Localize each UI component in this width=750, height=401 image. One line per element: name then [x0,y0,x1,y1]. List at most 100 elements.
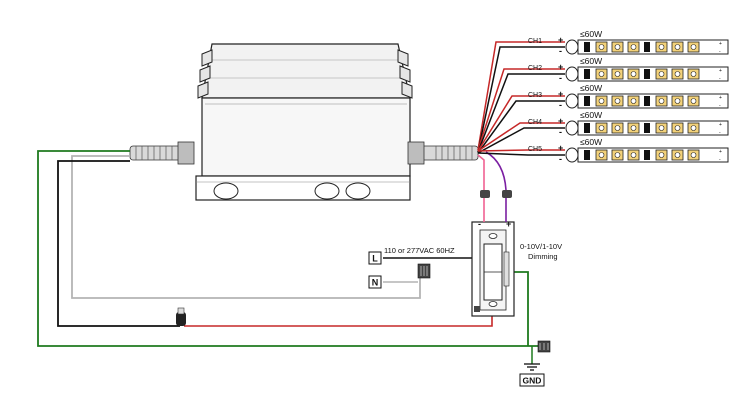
line-label-box [368,251,382,265]
led-chip-dot [614,125,621,131]
led-chip-dot [674,152,681,158]
led-chip-dot [674,44,681,50]
led-driver [195,43,413,201]
ground-wire [37,150,540,347]
strip-end-plus: + [719,41,722,47]
led-chip-dot [614,98,621,104]
channel-power-label: ≤60W [580,137,602,147]
channel-minus: - [559,46,562,56]
channel-minus: - [559,100,562,110]
dimmer-minus: - [478,219,481,229]
resistor [584,150,590,160]
strip-end-plus: + [719,122,722,128]
ground-label-box [519,373,545,387]
dimmer-plus: + [506,219,511,229]
knockout-hole [314,182,340,200]
channel-minus: - [559,127,562,137]
red-wire-dimmer [184,316,493,327]
led-strips: CH1≤60W+-+-CH2≤60W+-+-CH3≤60W+-+-CH4≤60W… [528,29,729,164]
strip-end-minus: - [719,76,721,82]
line-wire [57,160,180,327]
driver-left-fins [197,49,213,99]
strip-connector [565,93,579,109]
led-chip-dot [630,44,637,50]
channel-minus: - [559,154,562,164]
led-chip-dot [598,125,605,131]
channel-minus: - [559,73,562,83]
led-strip-channel: CH2≤60W+-+- [528,56,729,83]
strip-end-minus: - [719,157,721,163]
dimming-label: 0-10V/1-10V [520,242,562,251]
voltage-label: 110 or 277VAC 60HZ [384,246,455,255]
dim-purple-wire [485,151,507,222]
strip-end-plus: + [719,95,722,101]
channel-label: CH2 [528,65,542,72]
knockout-hole [345,182,371,200]
led-chip-dot [630,125,637,131]
strip-connector [565,66,579,82]
led-chip-dot [598,98,605,104]
dim-wire-connector [480,190,512,198]
ground-terminal [531,340,551,364]
led-chip-dot [674,71,681,77]
cable-gland-right [407,141,479,165]
led-strip-channel: CH5≤60W+-+- [528,137,729,164]
channel-label: CH5 [528,146,542,153]
neutral-label: N [372,278,379,288]
led-chip-dot [658,125,665,131]
led-chip-dot [658,71,665,77]
channel-power-label: ≤60W [580,29,602,39]
dim-pink-wire [477,154,485,222]
channel-plus: + [558,89,563,99]
cable-gland-left [129,141,195,165]
neutral-wire [71,155,421,299]
resistor [644,69,650,79]
channel-label: CH1 [528,38,542,45]
led-chip-dot [674,125,681,131]
led-chip-dot [598,44,605,50]
channel-label: CH3 [528,92,542,99]
led-chip-dot [690,71,697,77]
led-strip-channel: CH3≤60W+-+- [528,83,729,110]
channel-plus: + [558,143,563,153]
ground-wire-dimmer [512,271,529,346]
strip-connector [565,147,579,163]
channel-plus: + [558,62,563,72]
strip-end-minus: - [719,130,721,136]
wall-dimmer [471,221,515,317]
strip-end-minus: - [719,103,721,109]
line-label: L [372,254,378,264]
channel-power-label: ≤60W [580,56,602,66]
led-chip-dot [614,152,621,158]
resistor [584,96,590,106]
strip-connector [565,120,579,136]
resistor [584,123,590,133]
channel-plus: + [558,116,563,126]
strip-connector [565,39,579,55]
driver-right-fins [397,49,413,99]
channel-power-label: ≤60W [580,83,602,93]
led-chip-dot [630,71,637,77]
resistor [644,123,650,133]
led-chip-dot [598,152,605,158]
neutral-terminal [417,263,431,279]
dimming-label-2: Dimming [528,252,558,261]
led-chip-dot [690,44,697,50]
channel-label: CH4 [528,119,542,126]
led-chip-dot [674,98,681,104]
led-chip-dot [598,71,605,77]
resistor [584,69,590,79]
led-strip-channel: CH4≤60W+-+- [528,110,729,137]
led-chip-dot [630,98,637,104]
wire-nut [176,307,186,326]
output-wire-bundle [477,41,565,156]
ground-symbol-icon [524,363,540,371]
resistor [644,96,650,106]
led-chip-dot [658,98,665,104]
resistor [584,42,590,52]
channel-plus: + [558,35,563,45]
led-chip-dot [690,125,697,131]
led-chip-dot [658,152,665,158]
led-chip-dot [690,152,697,158]
